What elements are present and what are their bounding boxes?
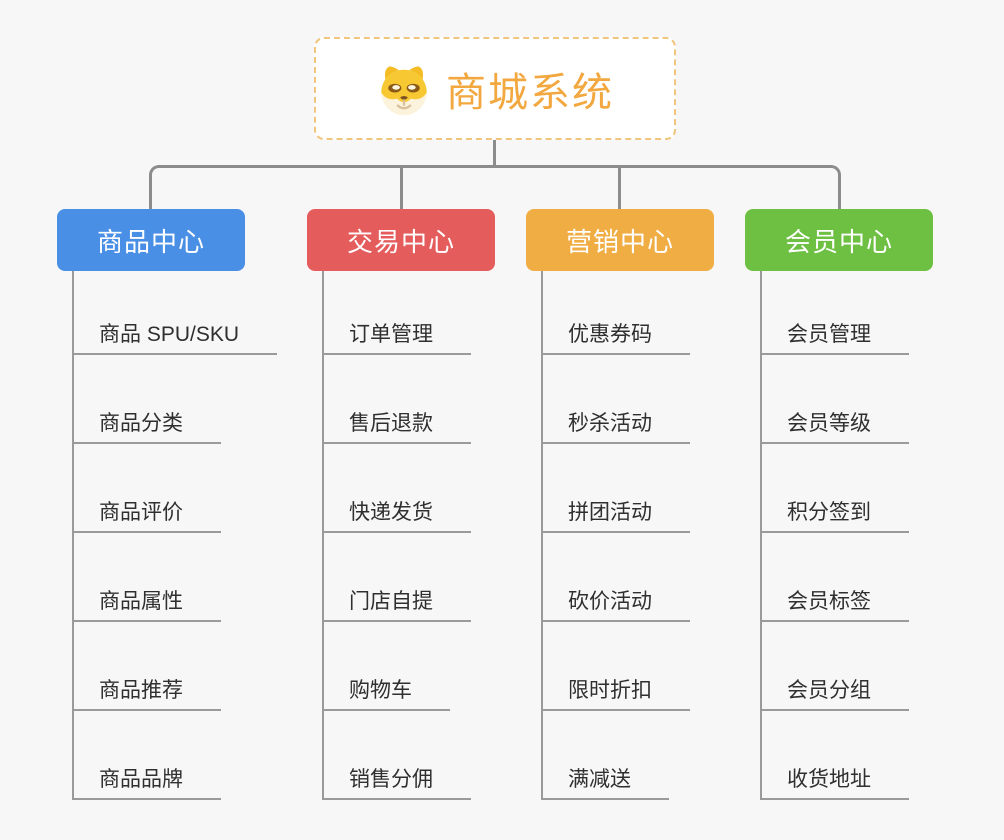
branch-node-product-center[interactable]: 商品中心 bbox=[57, 209, 245, 271]
child-node-trade-center-1[interactable]: 订单管理 bbox=[322, 319, 471, 355]
child-node-product-center-3[interactable]: 商品评价 bbox=[72, 497, 221, 533]
child-node-product-center-5[interactable]: 商品推荐 bbox=[72, 675, 221, 711]
child-node-member-center-6[interactable]: 收货地址 bbox=[760, 764, 909, 800]
child-node-product-center-6[interactable]: 商品品牌 bbox=[72, 764, 221, 800]
child-node-trade-center-6[interactable]: 销售分佣 bbox=[322, 764, 471, 800]
child-node-product-center-2[interactable]: 商品分类 bbox=[72, 408, 221, 444]
child-node-member-center-4[interactable]: 会员标签 bbox=[760, 586, 909, 622]
child-node-trade-center-3[interactable]: 快递发货 bbox=[322, 497, 471, 533]
child-node-trade-center-2[interactable]: 售后退款 bbox=[322, 408, 471, 444]
child-node-marketing-center-4[interactable]: 砍价活动 bbox=[541, 586, 690, 622]
child-node-product-center-4[interactable]: 商品属性 bbox=[72, 586, 221, 622]
dog-face-icon bbox=[381, 65, 427, 115]
root-connector-stem bbox=[493, 139, 496, 168]
branch-node-marketing-center[interactable]: 营销中心 bbox=[526, 209, 714, 271]
branch-node-trade-center[interactable]: 交易中心 bbox=[307, 209, 495, 271]
child-node-marketing-center-5[interactable]: 限时折扣 bbox=[541, 675, 690, 711]
branch-node-member-center[interactable]: 会员中心 bbox=[745, 209, 933, 271]
child-node-trade-center-4[interactable]: 门店自提 bbox=[322, 586, 471, 622]
root-node-title: 商城系统 bbox=[446, 70, 614, 115]
branch-drop-line bbox=[400, 166, 403, 209]
child-node-member-center-1[interactable]: 会员管理 bbox=[760, 319, 909, 355]
trunk-connector bbox=[149, 165, 841, 209]
root-node[interactable]: 商城系统 bbox=[314, 37, 676, 140]
child-node-trade-center-5[interactable]: 购物车 bbox=[322, 675, 450, 711]
column-line-marketing-center bbox=[541, 271, 543, 800]
child-node-product-center-1[interactable]: 商品 SPU/SKU bbox=[72, 319, 278, 355]
column-line-product-center bbox=[72, 271, 74, 800]
child-node-member-center-2[interactable]: 会员等级 bbox=[760, 408, 909, 444]
child-node-member-center-5[interactable]: 会员分组 bbox=[760, 675, 909, 711]
child-node-marketing-center-2[interactable]: 秒杀活动 bbox=[541, 408, 690, 444]
child-node-marketing-center-3[interactable]: 拼团活动 bbox=[541, 497, 690, 533]
child-node-marketing-center-1[interactable]: 优惠券码 bbox=[541, 319, 690, 355]
branch-drop-line bbox=[618, 166, 621, 209]
column-line-trade-center bbox=[322, 271, 324, 800]
child-node-member-center-3[interactable]: 积分签到 bbox=[760, 497, 909, 533]
column-line-member-center bbox=[760, 271, 762, 800]
child-node-marketing-center-6[interactable]: 满减送 bbox=[541, 764, 669, 800]
